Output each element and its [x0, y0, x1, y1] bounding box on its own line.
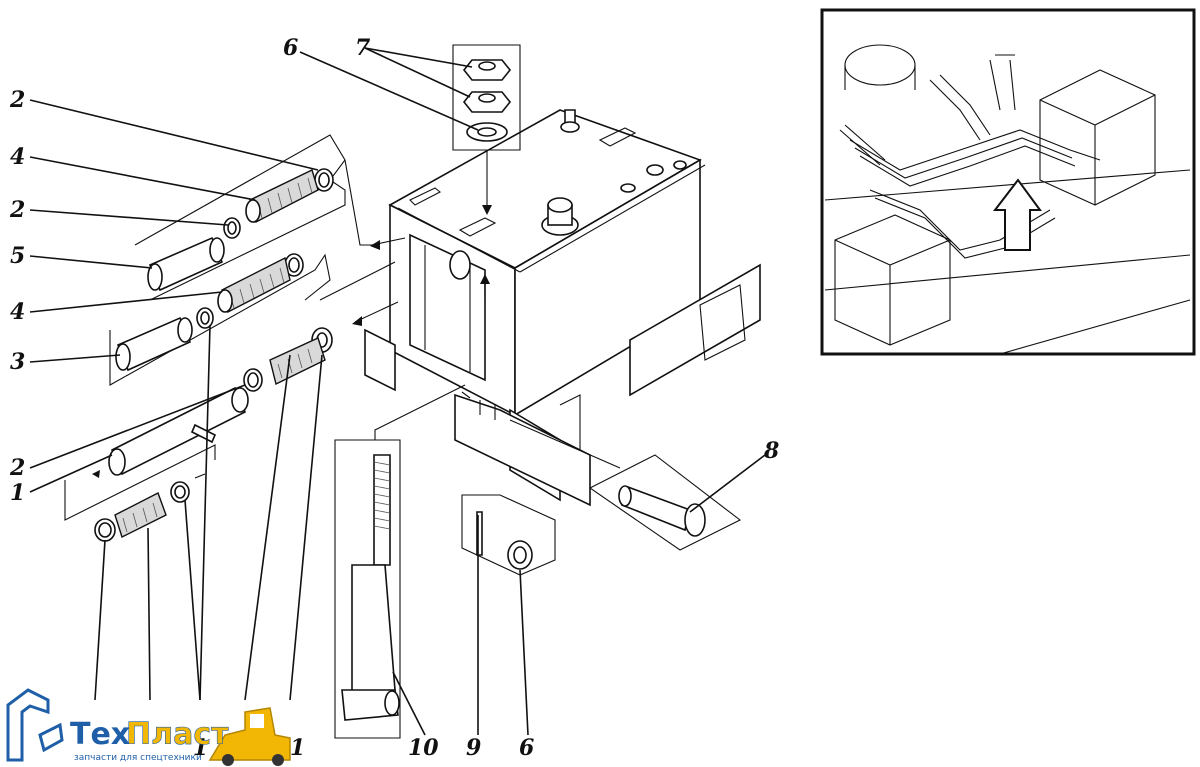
callout-2: 2: [9, 197, 25, 223]
cotter-washer-group: [461, 494, 556, 576]
location-inset: [820, 8, 1196, 356]
pin-group: [509, 419, 742, 551]
callout-2: 2: [9, 455, 25, 481]
callout-10: 10: [408, 735, 439, 761]
hydraulic-tank: [352, 109, 761, 507]
callout-numbers: 2 4 2 5 4 3 2 1 6 7 8 10 9 6 1 2 1: [9, 35, 779, 761]
callout-9: 9: [466, 735, 481, 761]
callout-8: 8: [763, 438, 779, 464]
callout-2: 2: [9, 87, 25, 113]
callout-5: 5: [10, 243, 25, 269]
leader-lines: [29, 47, 766, 736]
nuts-washer-group: [452, 44, 521, 215]
callout-6: 6: [283, 35, 298, 61]
callout-1: 1: [290, 735, 305, 761]
callout-7: 7: [355, 35, 371, 61]
logo-tagline: запчасти для спецтехники: [74, 753, 202, 763]
callout-4: 4: [10, 299, 25, 325]
logo-name-b: Пласт: [126, 717, 229, 752]
rod-group: [334, 384, 466, 739]
callout-4: 4: [10, 144, 25, 170]
logo-name-a: Тех: [70, 717, 130, 752]
callout-1: 1: [193, 735, 208, 761]
hose-assemblies: [64, 134, 396, 542]
callout-1: 1: [10, 480, 25, 506]
excavator-icon: [6, 688, 64, 762]
brand-logo: Тех Пласт запчасти для спецтехники: [6, 688, 291, 766]
callout-6: 6: [519, 735, 534, 761]
loader-icon: [208, 707, 291, 766]
callout-3: 3: [10, 349, 25, 375]
